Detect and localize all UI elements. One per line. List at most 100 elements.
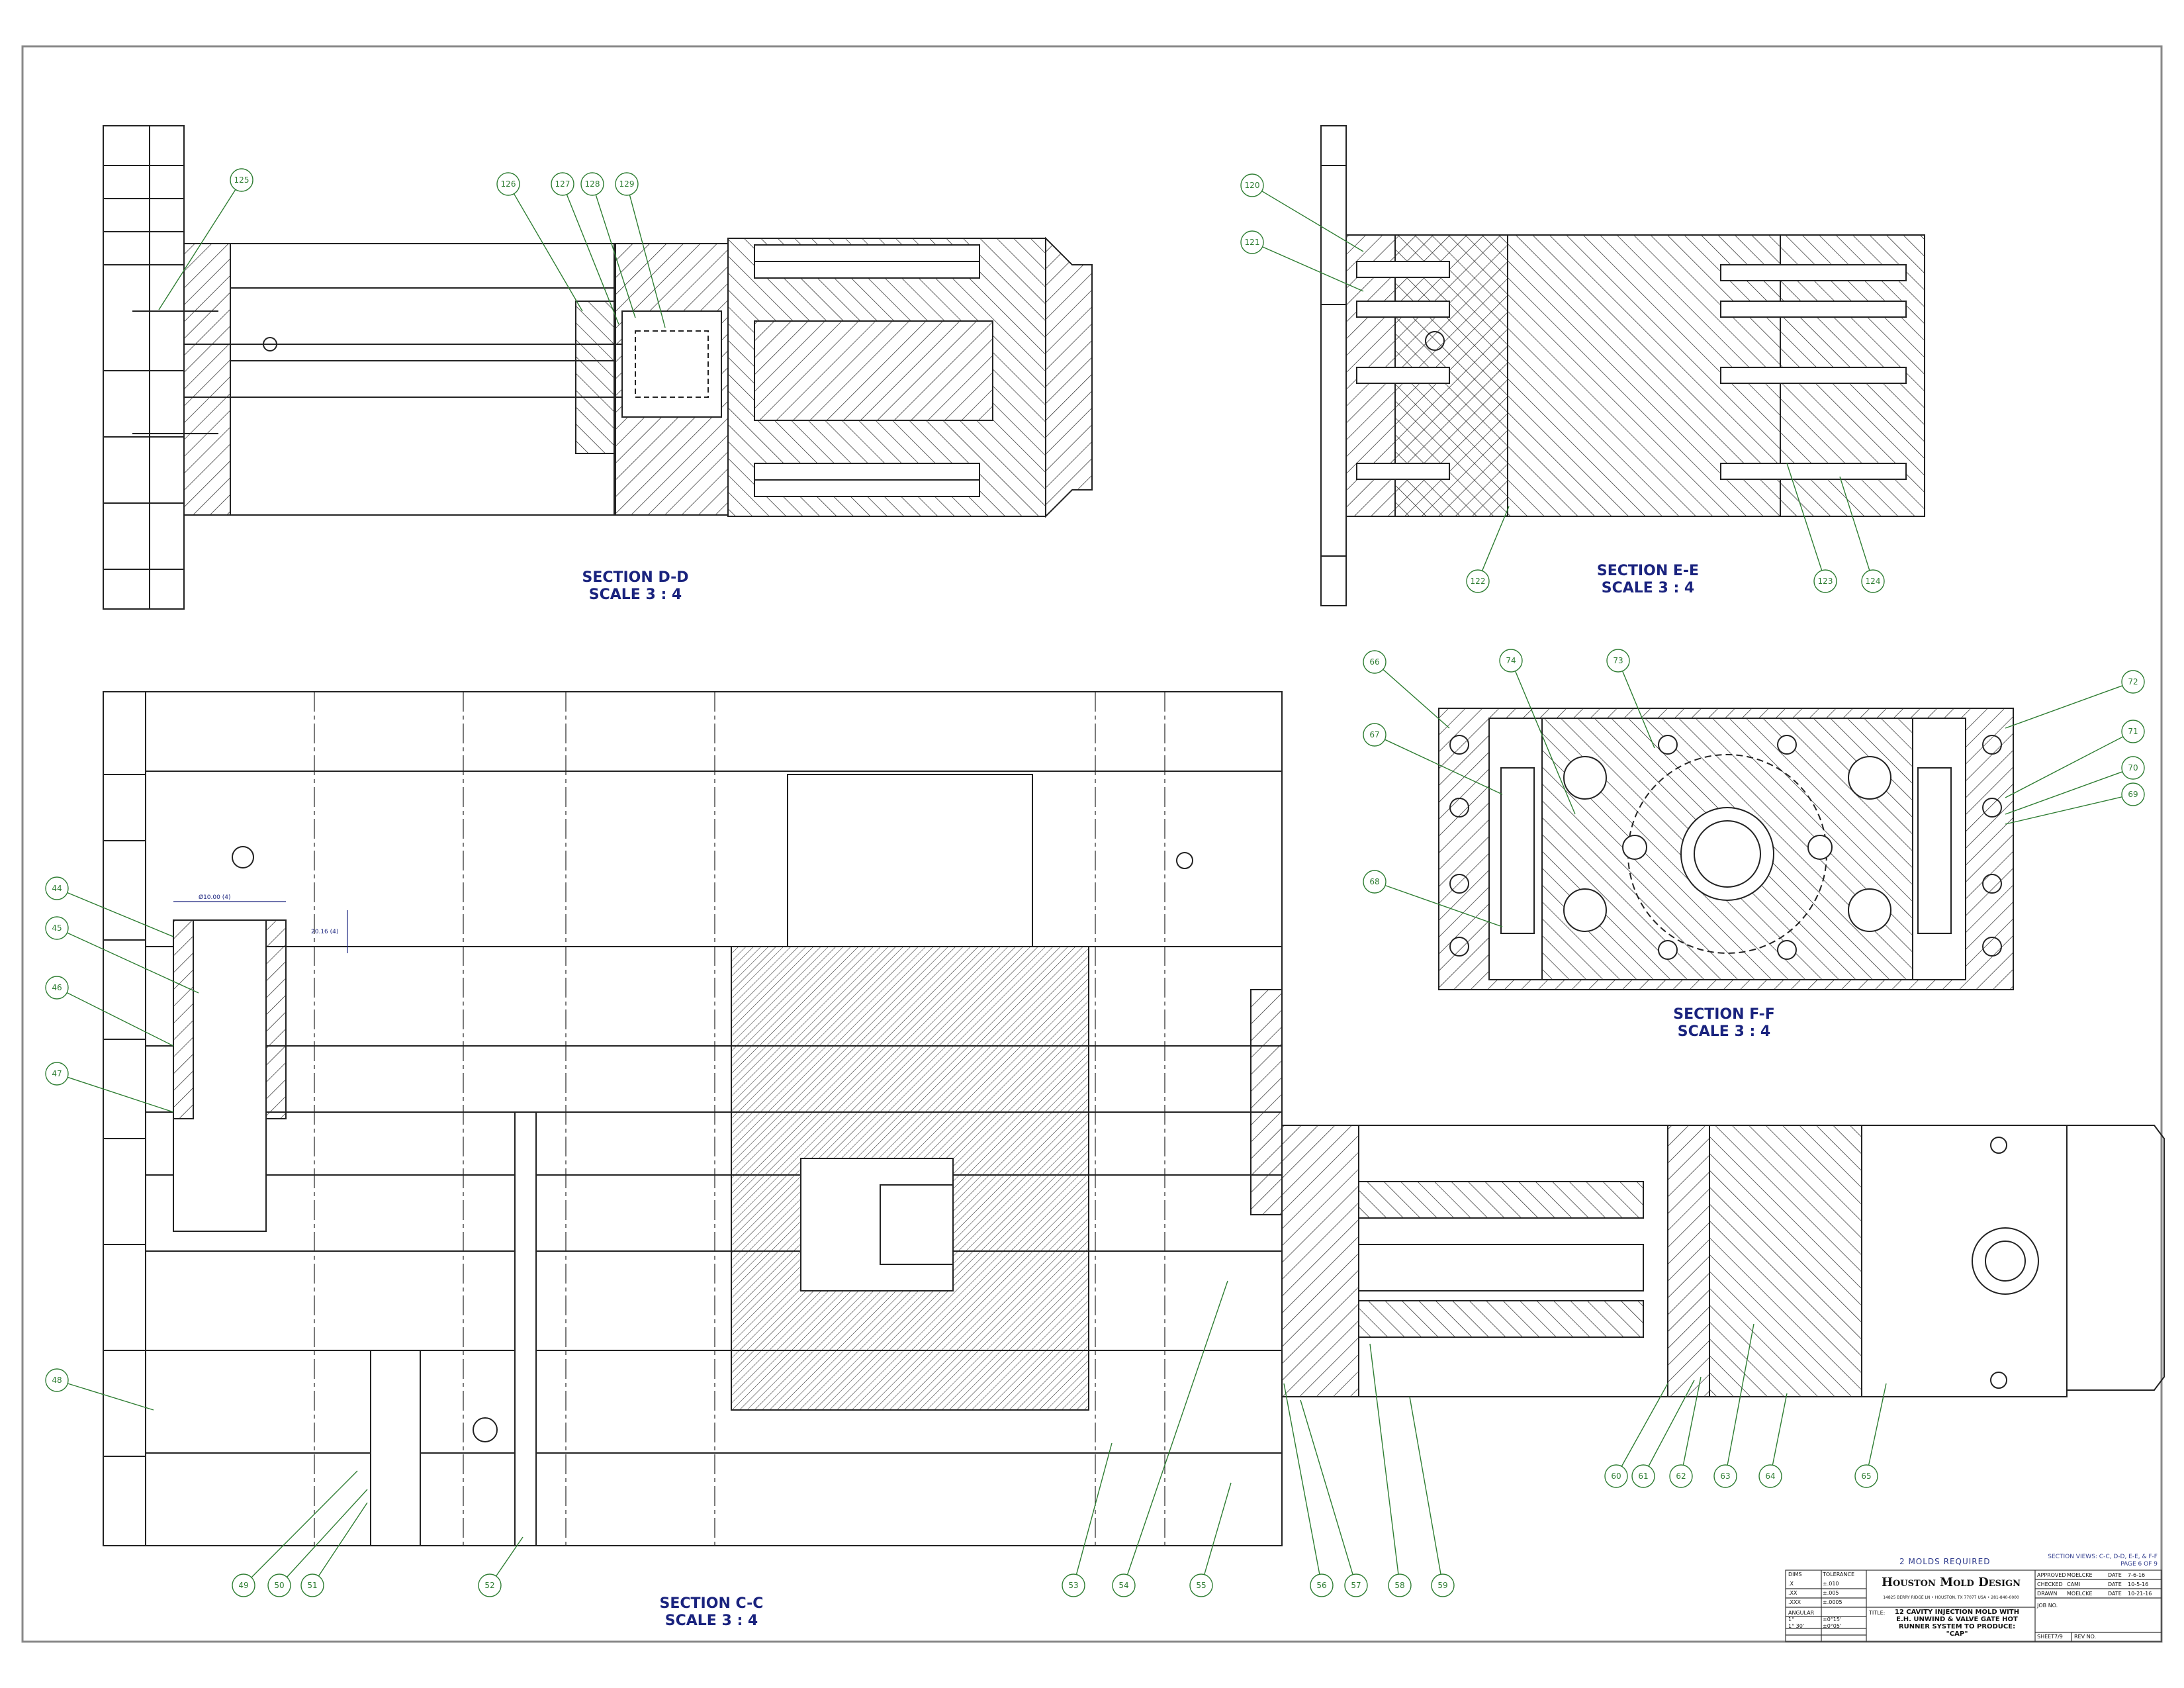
balloon-47: 47 xyxy=(45,1062,174,1113)
balloon-number: 129 xyxy=(619,179,635,189)
leader-line xyxy=(1261,191,1364,252)
balloon-number: 125 xyxy=(234,175,250,185)
ang-val: ±0°15' xyxy=(1823,1617,1842,1622)
tol-dim: .XXX xyxy=(1788,1599,1801,1605)
balloon-number: 55 xyxy=(1196,1581,1206,1590)
balloon-circle xyxy=(496,172,520,196)
dimension-diameter: Ø10.00 (4) xyxy=(199,894,230,901)
section-cc-title: SECTION C-C xyxy=(659,1595,764,1612)
balloon-number: 48 xyxy=(52,1376,62,1385)
leader-line xyxy=(1786,463,1823,571)
leader-line xyxy=(2005,796,2122,825)
molds-required: 2 MOLDS REQUIRED xyxy=(1899,1557,1991,1566)
balloon-number: 70 xyxy=(2128,763,2138,773)
approval-date-label: DATE xyxy=(2108,1581,2122,1587)
balloon-circle xyxy=(1363,650,1387,674)
desc-line: RUNNER SYSTEM TO PRODUCE: xyxy=(1898,1623,2016,1630)
balloon-circle xyxy=(1189,1573,1213,1597)
balloon-number: 123 xyxy=(1818,577,1833,586)
approval-role: DRAWN xyxy=(2037,1591,2058,1597)
approval-date-label: DATE xyxy=(2108,1591,2122,1597)
balloon-number: 47 xyxy=(52,1069,62,1078)
leader-line xyxy=(2005,736,2124,798)
leader-line xyxy=(1839,476,1870,571)
balloon-number: 52 xyxy=(484,1581,494,1590)
leader-line xyxy=(1262,246,1364,292)
balloon-number: 127 xyxy=(555,179,570,189)
balloon-circle xyxy=(580,172,604,196)
section-ff-title: SECTION F-F xyxy=(1673,1006,1775,1023)
balloon-circle xyxy=(300,1573,324,1597)
tol-val: ±.005 xyxy=(1823,1590,1839,1596)
tol-val: ±.0005 xyxy=(1823,1599,1843,1605)
balloon-63: 63 xyxy=(1713,1323,1754,1488)
balloon-number: 126 xyxy=(501,179,516,189)
balloon-circle xyxy=(1813,569,1837,593)
balloon-number: 67 xyxy=(1369,730,1379,739)
title-block xyxy=(1785,1570,2162,1642)
angular-header: ANGULAR xyxy=(1788,1610,1815,1616)
balloon-number: 56 xyxy=(1316,1581,1326,1590)
balloon-number: 74 xyxy=(1506,656,1516,665)
leader-line xyxy=(1868,1383,1887,1466)
balloon-46: 46 xyxy=(45,976,174,1047)
section-ff-label: SECTION F-F SCALE 3 : 4 xyxy=(1645,1006,1803,1041)
balloon-circle xyxy=(1606,649,1630,673)
balloon-circle xyxy=(1854,1464,1878,1488)
balloon-number: 63 xyxy=(1720,1472,1730,1481)
section-views-note: SECTION VIEWS: C-C, D-D, E-E, & F-F PAGE… xyxy=(2012,1554,2158,1568)
balloon-number: 50 xyxy=(274,1581,284,1590)
balloon-66: 66 xyxy=(1363,650,1450,729)
leader-line xyxy=(2005,685,2123,729)
sheet-value: 7/9 xyxy=(2054,1634,2063,1640)
balloon-number: 65 xyxy=(1861,1472,1871,1481)
balloon-55: 55 xyxy=(1189,1482,1232,1597)
balloon-number: 61 xyxy=(1638,1472,1648,1481)
balloon-circle xyxy=(45,976,69,1000)
balloon-circle xyxy=(230,168,253,192)
balloon-number: 44 xyxy=(52,884,62,893)
balloon-circle xyxy=(45,1062,69,1086)
balloon-number: 62 xyxy=(1676,1472,1686,1481)
balloon-number: 69 xyxy=(2128,790,2138,799)
balloon-number: 68 xyxy=(1369,877,1379,886)
balloon-number: 53 xyxy=(1068,1581,1078,1590)
drawing-description: 12 CAVITY INJECTION MOLD WITH E.H. UNWIN… xyxy=(1881,1609,2033,1638)
section-dd-view xyxy=(103,125,1093,610)
leader-line xyxy=(2005,771,2123,815)
balloon-circle xyxy=(1344,1573,1368,1597)
leader-line xyxy=(1369,1343,1399,1575)
balloon-circle xyxy=(45,876,69,900)
tol-dim: .X xyxy=(1788,1581,1794,1587)
balloon-circle xyxy=(1861,569,1885,593)
balloon-number: 49 xyxy=(238,1581,248,1590)
balloon-circle xyxy=(1363,723,1387,747)
leader-line xyxy=(1514,671,1576,815)
balloon-59: 59 xyxy=(1409,1396,1455,1597)
tol-header-tol: TOLERANCE xyxy=(1823,1571,1855,1577)
balloon-54: 54 xyxy=(1112,1280,1228,1597)
title-label: TITLE: xyxy=(1869,1610,1886,1616)
leader-line xyxy=(1409,1396,1441,1575)
balloon-circle xyxy=(1363,870,1387,894)
desc-line: "CAP" xyxy=(1946,1630,1968,1638)
balloon-circle xyxy=(45,916,69,940)
balloon-122: 122 xyxy=(1466,506,1510,593)
leader-line xyxy=(1772,1393,1788,1466)
leader-line xyxy=(158,189,236,310)
balloon-circle xyxy=(267,1573,291,1597)
balloon-number: 59 xyxy=(1437,1581,1447,1590)
tol-header-dims: DIMS xyxy=(1788,1571,1802,1577)
balloon-45: 45 xyxy=(45,916,199,994)
leader-line xyxy=(67,892,174,937)
section-ee-view xyxy=(1320,125,1925,606)
balloon-number: 71 xyxy=(2128,727,2138,736)
balloon-number: 58 xyxy=(1394,1581,1404,1590)
ang-dim: 1° 30' xyxy=(1788,1623,1805,1629)
balloon-124: 124 xyxy=(1839,476,1885,593)
balloon-circle xyxy=(1240,230,1264,254)
balloon-circle xyxy=(1631,1464,1655,1488)
company-name: Houston Mold Design xyxy=(1881,1575,2021,1589)
